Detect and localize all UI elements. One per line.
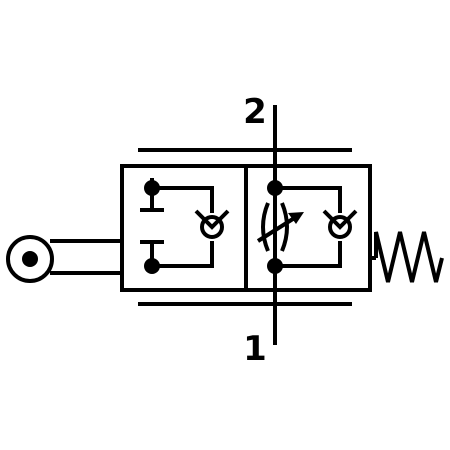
check-valve-ball-icon-right [328,215,352,239]
port-2-label: 2 [243,92,267,132]
throttle-adjust-arrow-icon [256,215,298,243]
check-bypass-line [152,186,214,213]
junction-dot [267,258,283,274]
junction-dot [267,180,283,196]
throttle-arc-right-icon [280,202,289,252]
check-return-line [152,241,214,268]
right-position-circuit [256,186,358,268]
junction-dot [144,258,160,274]
roller-lever-icon [6,235,122,283]
check-bypass-line-right [275,186,342,213]
spring-icon [370,231,444,283]
junction-dots [144,180,283,274]
envelope-right [244,164,372,292]
junction-dot [144,180,160,196]
check-valve-seat-icon-right [322,209,358,230]
check-valve-ball-icon [200,215,224,239]
spring-coils [374,231,444,283]
port-1-label: 1 [243,329,267,369]
throttle-arc-left-icon [261,202,270,252]
check-valve-seat-icon [194,209,230,230]
throttle-arrow-head-icon [288,212,304,224]
roller-axle-icon [22,251,38,267]
envelope-left [120,164,248,292]
check-return-line-right [275,241,342,268]
